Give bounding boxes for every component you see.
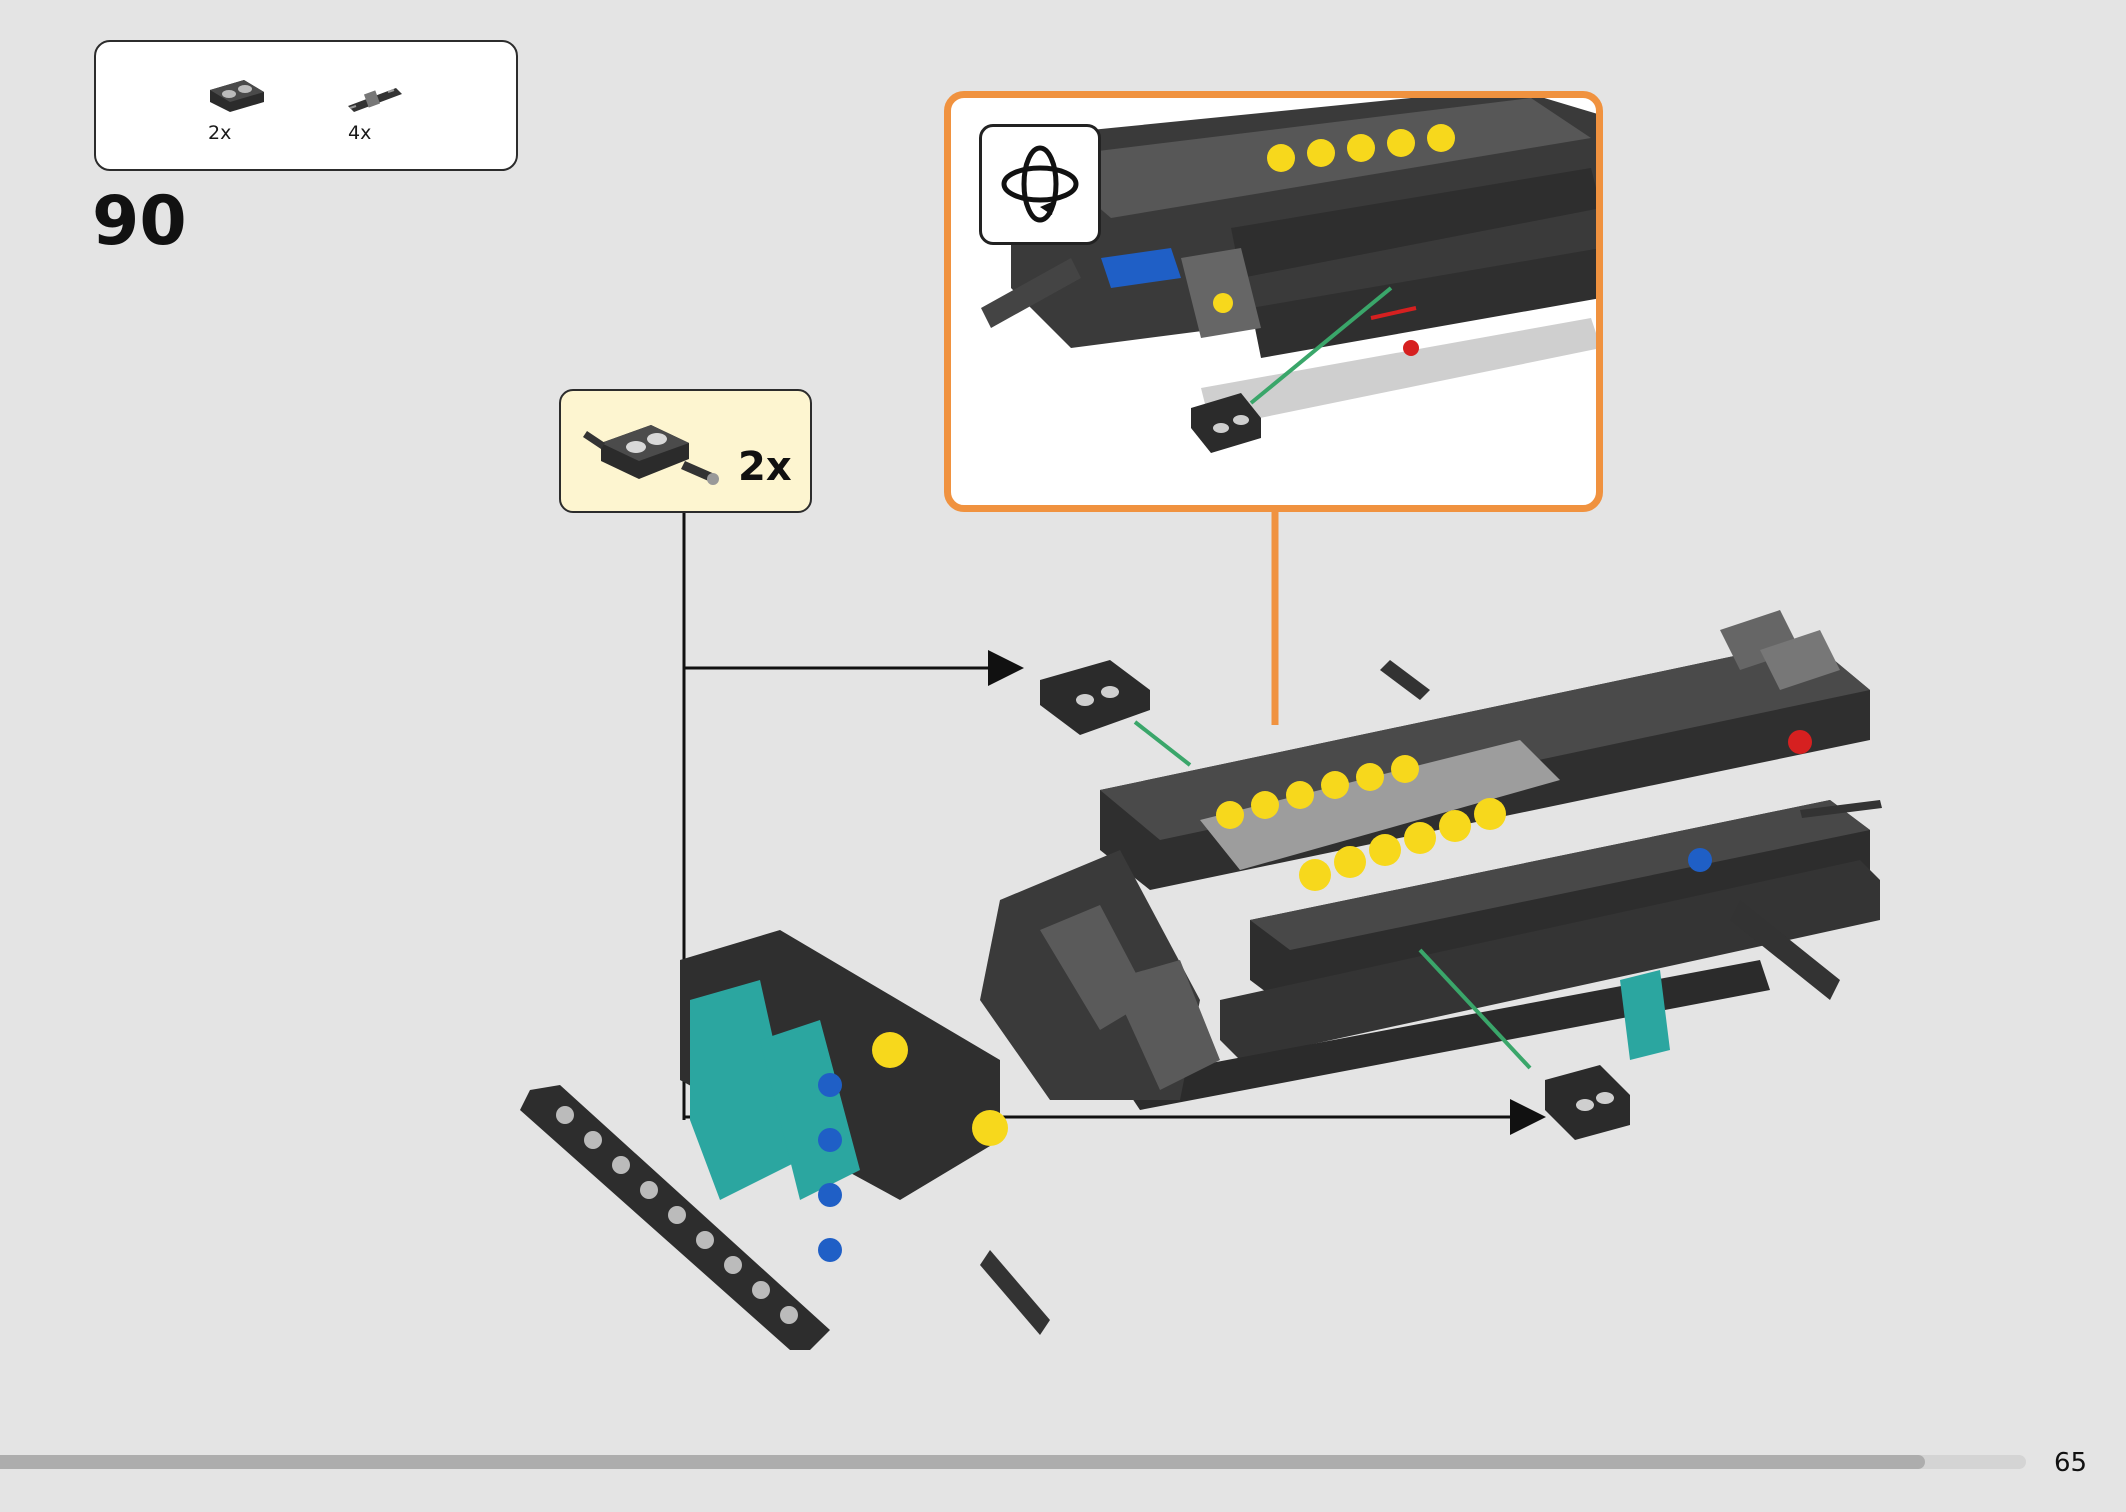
axle-pin-icon	[344, 82, 406, 120]
front-frame	[680, 930, 1008, 1262]
rotate-model-icon	[979, 124, 1101, 245]
connector-with-pin-icon	[583, 425, 719, 485]
page-progress-fill	[0, 1455, 1925, 1469]
part-quantity-2: 4x	[348, 122, 372, 144]
parts-list-box: 2x 4x	[94, 40, 518, 171]
rear-exhausts	[1688, 610, 1840, 872]
page-number: 65	[2054, 1448, 2088, 1478]
detail-illustration	[981, 98, 1596, 453]
step-number: 90	[92, 182, 187, 261]
subassembly-quantity: 2x	[738, 444, 792, 490]
seat-structure	[980, 850, 1220, 1100]
connector-block-icon	[204, 76, 270, 120]
detail-view	[944, 91, 1603, 512]
page-progress-bar	[0, 1455, 2026, 1469]
side-rail	[1120, 860, 1880, 1110]
middle-deck	[1200, 740, 1560, 891]
inserted-connector-top	[1040, 660, 1150, 735]
inserted-connector-bottom	[1545, 1065, 1630, 1140]
lower-beam	[1250, 800, 1870, 1010]
teal-connector	[1620, 970, 1670, 1060]
front-bumper-beam	[520, 1085, 830, 1350]
axles	[980, 660, 1882, 1335]
subassembly-callout: 2x	[559, 389, 812, 513]
part-quantity-1: 2x	[208, 122, 232, 144]
